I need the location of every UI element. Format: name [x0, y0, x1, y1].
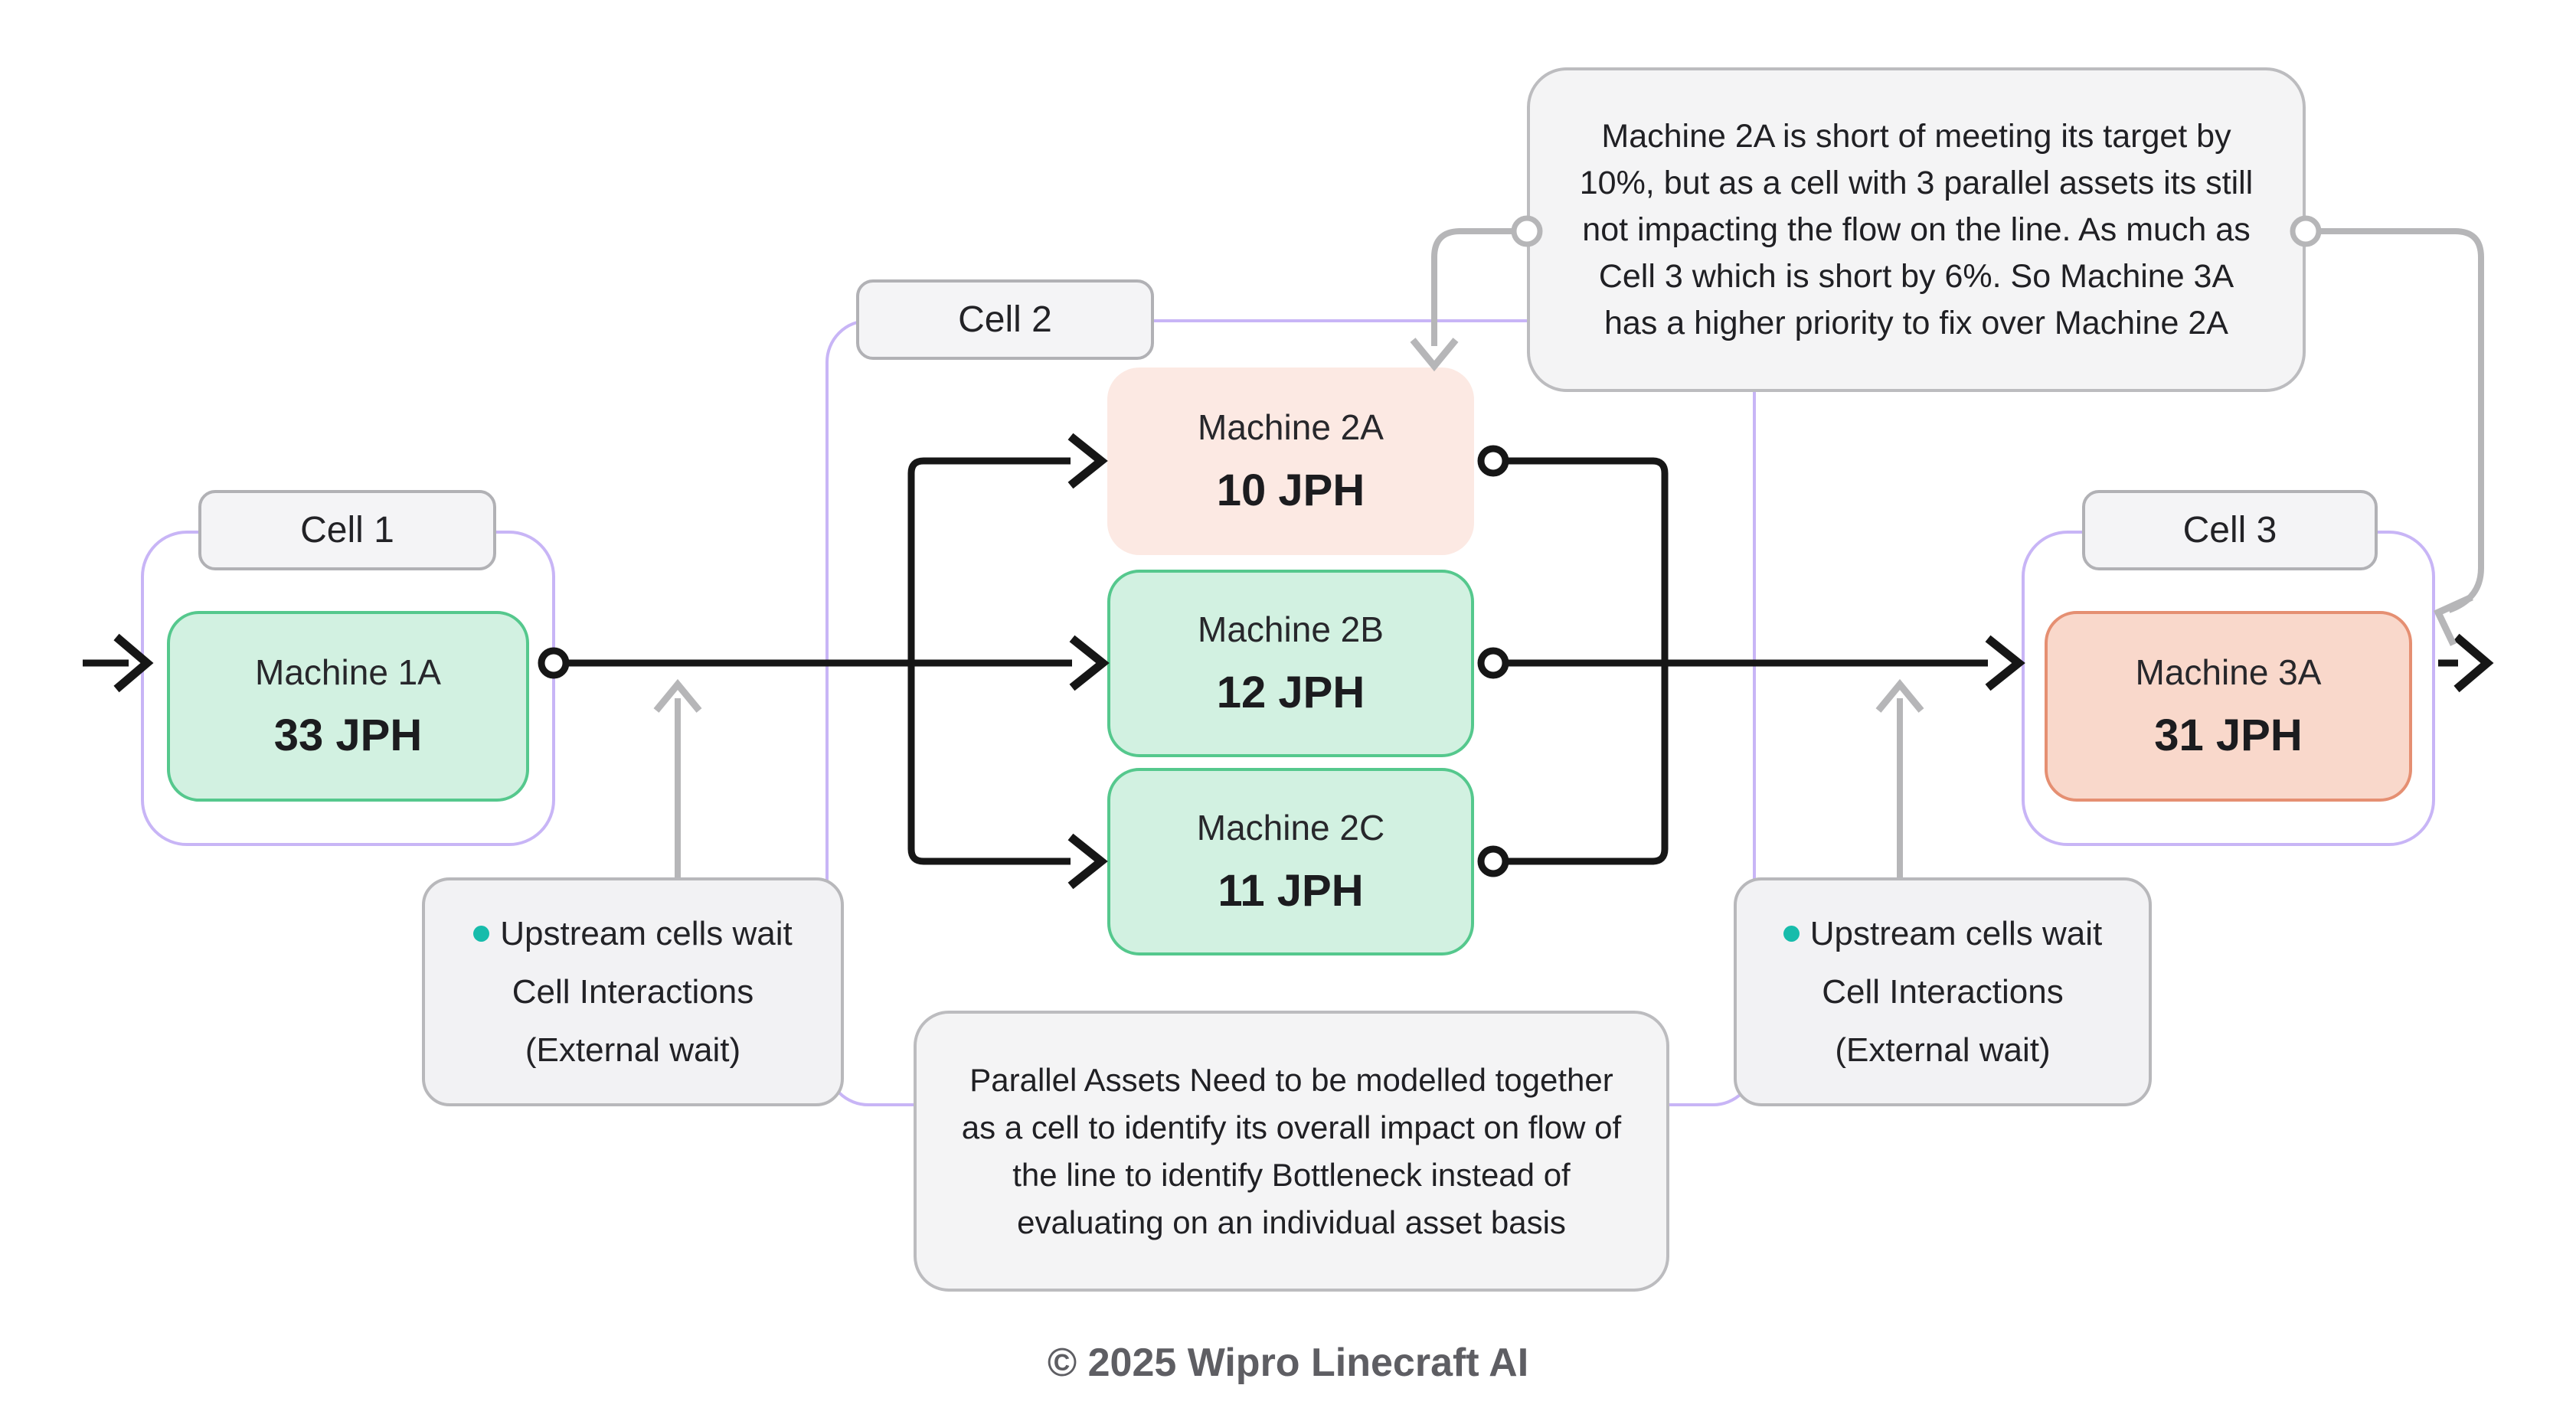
machine-rate: 12 JPH: [1216, 668, 1365, 717]
bullet-icon: [1783, 926, 1800, 942]
wait-note-right: Upstream cells wait Cell Interactions (E…: [1734, 877, 2152, 1106]
wait-note-text: Upstream cells wait: [500, 914, 793, 952]
wait-note-left: Upstream cells wait Cell Interactions (E…: [422, 877, 844, 1106]
machine-3a-card: Machine 3A 31 JPH: [2045, 611, 2412, 802]
bullet-icon: [473, 926, 490, 942]
note-machine-2a: Machine 2A is short of meeting its targe…: [1527, 67, 2306, 392]
wait-note-line2: Cell Interactions: [512, 972, 754, 1011]
wait-note-line3: (External wait): [525, 1031, 741, 1069]
cell-1-label: Cell 1: [198, 490, 496, 570]
wait-note-line3: (External wait): [1835, 1031, 2051, 1069]
wait-note-line1: Upstream cells wait: [473, 905, 793, 963]
wait-arrow-left: [653, 678, 702, 877]
footer-copyright: © 2025 Wipro Linecraft AI: [1047, 1341, 1529, 1385]
machine-1a-card: Machine 1A 33 JPH: [167, 611, 529, 802]
machine-name: Machine 2A: [1198, 407, 1384, 447]
cell-3-label: Cell 3: [2082, 490, 2378, 570]
machine-name: Machine 2B: [1198, 609, 1384, 649]
machine-rate: 11 JPH: [1218, 866, 1364, 916]
machine-name: Machine 3A: [2135, 652, 2322, 692]
wait-note-text: Upstream cells wait: [1809, 914, 2103, 952]
note-parallel-assets: Parallel Assets Need to be modelled toge…: [914, 1011, 1669, 1292]
machine-name: Machine 2C: [1196, 808, 1385, 848]
entry-arrow: [83, 633, 154, 693]
exit-arrow: [2438, 633, 2494, 693]
machine-rate: 10 JPH: [1216, 466, 1365, 515]
machine-rate: 33 JPH: [273, 710, 423, 760]
wait-note-line2: Cell Interactions: [1822, 972, 2064, 1011]
machine-2c-card: Machine 2C 11 JPH: [1107, 768, 1474, 956]
machine-2a-card: Machine 2A 10 JPH: [1107, 368, 1474, 555]
machine-2b-card: Machine 2B 12 JPH: [1107, 570, 1474, 757]
wait-note-line1: Upstream cells wait: [1783, 905, 2102, 963]
machine-rate: 31 JPH: [2154, 710, 2303, 760]
cell-2-label: Cell 2: [856, 279, 1154, 360]
machine-name: Machine 1A: [255, 652, 441, 692]
wait-arrow-right: [1875, 678, 1924, 877]
